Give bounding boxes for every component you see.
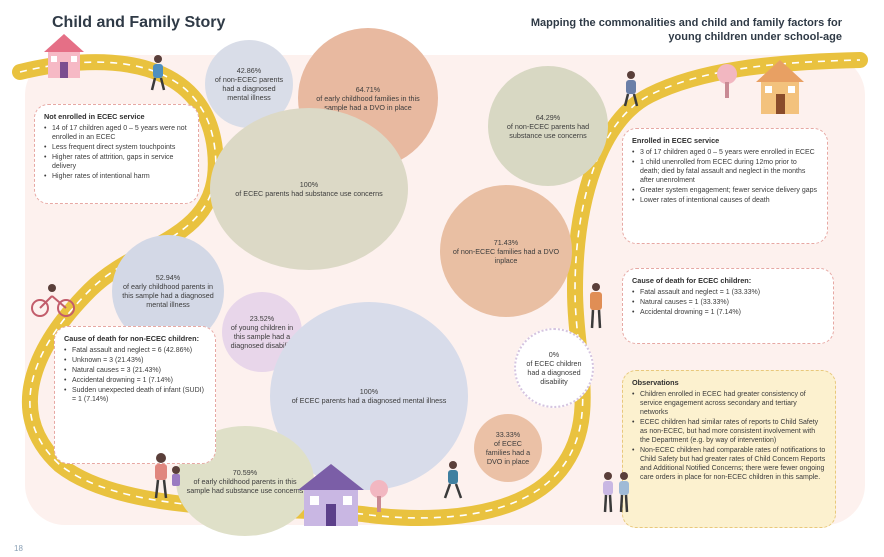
list-item: Children enrolled in ECEC had greater co… (632, 390, 826, 417)
bubble-ecec-mental-illness: 100% of ECEC parents had a diagnosed men… (270, 302, 468, 490)
tree-icon (370, 480, 388, 512)
page-title: Child and Family Story (52, 14, 226, 31)
card-heading: Enrolled in ECEC service (632, 136, 720, 145)
list-item: 3 of 17 children aged 0 – 5 years were e… (632, 148, 818, 157)
bicycle-icon (31, 284, 75, 317)
card-enrolled: Enrolled in ECEC service 3 of 17 childre… (622, 128, 828, 244)
list-item: Fatal assault and neglect = 1 (33.33%) (632, 288, 824, 297)
tree-icon (717, 64, 737, 98)
person-icon (623, 71, 639, 107)
card-not-enrolled: Not enrolled in ECEC service 14 of 17 ch… (34, 104, 199, 204)
list-item: Higher rates of attrition, gaps in servi… (44, 153, 189, 171)
list-item: 1 child unenrolled from ECEC during 12mo… (632, 158, 818, 185)
list-item: Natural causes = 3 (21.43%) (64, 366, 206, 375)
card-list: Fatal assault and neglect = 6 (42.86%) U… (64, 346, 206, 404)
bubble-nonecec-substance: 64.29% of non-ECEC parents had substance… (488, 66, 608, 186)
house-icon (44, 34, 84, 78)
person-icon (150, 55, 166, 91)
list-item: Fatal assault and neglect = 6 (42.86%) (64, 346, 206, 355)
bubble-nonecec-dvo: 71.43% of non-ECEC families had a DVO in… (440, 185, 572, 317)
list-item: Non-ECEC children had comparable rates o… (632, 446, 826, 482)
card-list: 3 of 17 children aged 0 – 5 years were e… (632, 148, 818, 205)
house-icon (298, 464, 364, 526)
bubble-ecec-substance: 100% of ECEC parents had substance use c… (210, 108, 408, 270)
bubble-ecec-dvo: 33.33% of ECEC families had a DVO in pla… (474, 414, 542, 482)
list-item: Greater system engagement; fewer service… (632, 186, 818, 195)
card-heading: Cause of death for non-ECEC children: (64, 334, 199, 343)
list-item: Sudden unexpected death of infant (SUDI)… (64, 386, 206, 404)
person-icon (603, 472, 629, 513)
person-icon (154, 453, 180, 499)
list-item: Natural causes = 1 (33.33%) (632, 298, 824, 307)
person-icon (590, 283, 602, 329)
card-heading: Not enrolled in ECEC service (44, 112, 145, 121)
page-subtitle: Mapping the commonalities and child and … (530, 17, 842, 43)
list-item: Lower rates of intentional causes of dea… (632, 196, 818, 205)
list-item: Unknown = 3 (21.43%) (64, 356, 206, 365)
card-list: Fatal assault and neglect = 1 (33.33%) N… (632, 288, 824, 317)
person-icon (443, 461, 463, 499)
list-item: Less frequent direct system touchpoints (44, 143, 189, 152)
list-item: Accidental drowning = 1 (7.14%) (64, 376, 206, 385)
card-observations: Observations Children enrolled in ECEC h… (622, 370, 836, 528)
card-list: Children enrolled in ECEC had greater co… (632, 390, 826, 482)
card-list: 14 of 17 children aged 0 – 5 years were … (44, 124, 189, 181)
list-item: 14 of 17 children aged 0 – 5 years were … (44, 124, 189, 142)
card-heading: Cause of death for ECEC children: (632, 276, 752, 285)
card-heading: Observations (632, 378, 679, 387)
house-icon (756, 60, 804, 114)
list-item: Accidental drowning = 1 (7.14%) (632, 308, 824, 317)
page-number: 18 (14, 544, 23, 553)
card-cause-non-ecec: Cause of death for non-ECEC children: Fa… (54, 326, 216, 464)
bubble-ecec-disability: 0% of ECEC children had a diagnosed disa… (514, 328, 594, 408)
list-item: Higher rates of intentional harm (44, 172, 189, 181)
card-cause-ecec: Cause of death for ECEC children: Fatal … (622, 268, 834, 344)
list-item: ECEC children had similar rates of repor… (632, 418, 826, 445)
